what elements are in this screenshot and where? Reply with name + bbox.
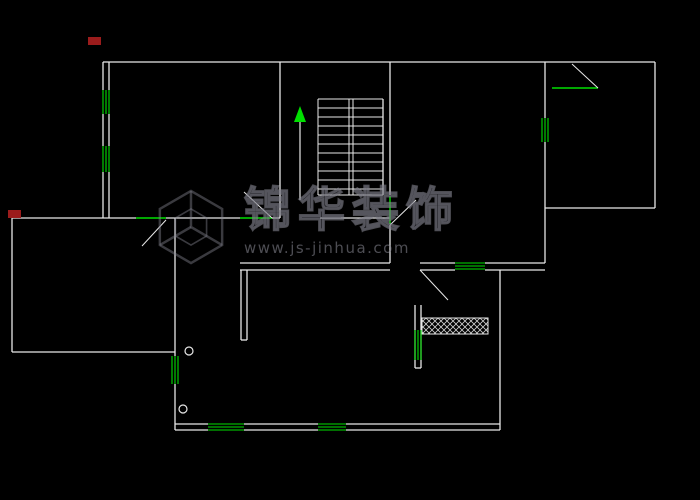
red-reference-mark xyxy=(88,37,101,45)
red-reference-mark xyxy=(8,210,21,218)
drain-symbol xyxy=(184,346,194,356)
windows-layer xyxy=(102,87,598,431)
drain-symbol xyxy=(178,404,188,414)
hatched-shaft xyxy=(421,317,489,335)
symbols-layer xyxy=(8,37,489,414)
staircase xyxy=(294,98,383,200)
doors-layer xyxy=(141,63,599,301)
walls-layer xyxy=(11,61,656,431)
